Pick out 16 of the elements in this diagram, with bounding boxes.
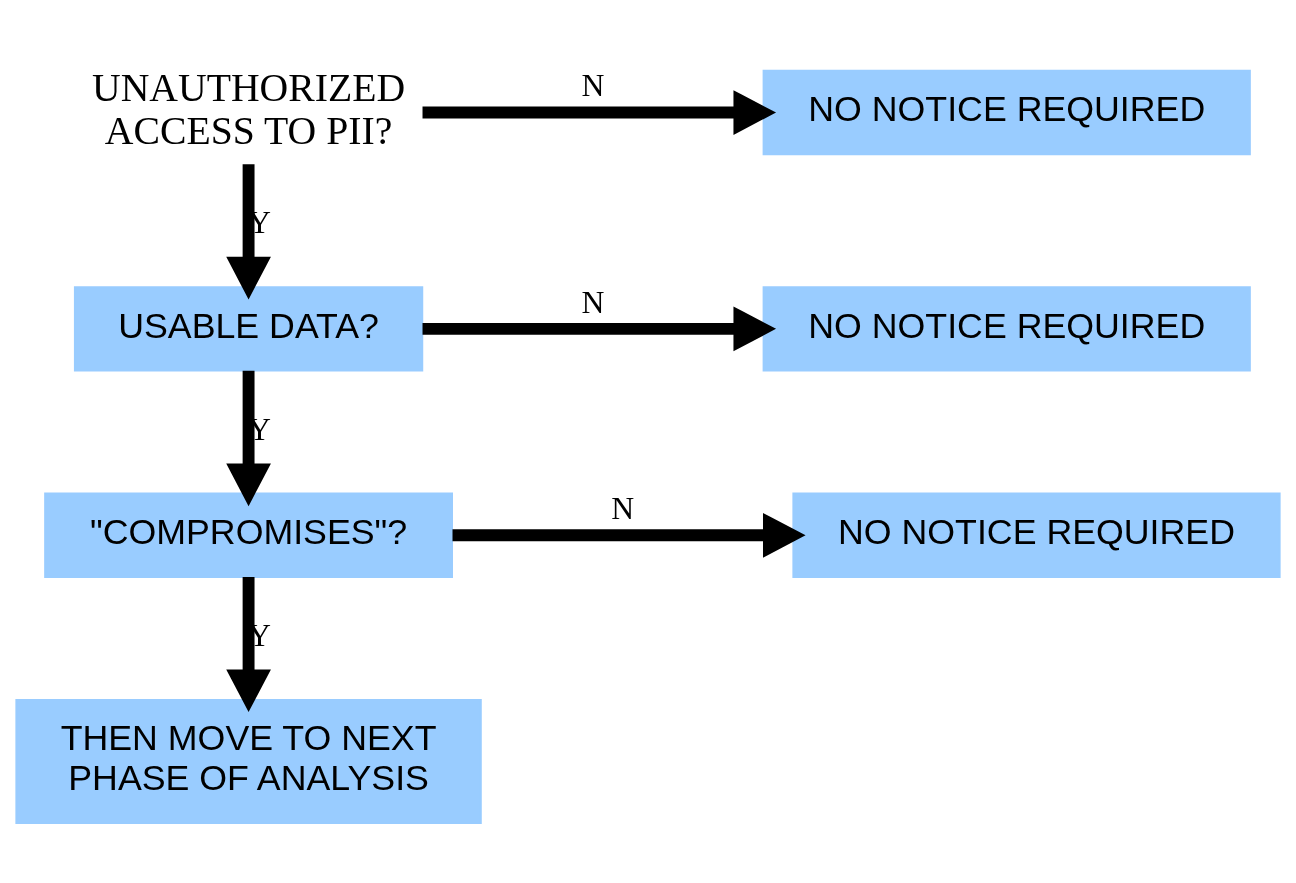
arrow [422, 306, 777, 351]
node-text: UNAUTHORIZED ACCESS TO PII? [92, 65, 406, 153]
edge-label: N [581, 284, 605, 320]
node-box: "COMPROMISES"? [44, 492, 453, 578]
arrow [452, 512, 806, 558]
node-box: NO NOTICE REQUIRED [762, 285, 1251, 372]
arrow [226, 370, 271, 506]
arrow [226, 163, 271, 299]
node-box: USABLE DATA? [73, 285, 424, 372]
edge-label: N [581, 67, 605, 103]
arrow [226, 576, 271, 712]
node-box: NO NOTICE REQUIRED [792, 492, 1281, 578]
edge-label: N [611, 490, 635, 526]
node-box: THEN MOVE TO NEXT PHASE OF ANALYSIS [15, 698, 482, 824]
arrow [422, 89, 777, 135]
node-box: NO NOTICE REQUIRED [762, 69, 1251, 155]
